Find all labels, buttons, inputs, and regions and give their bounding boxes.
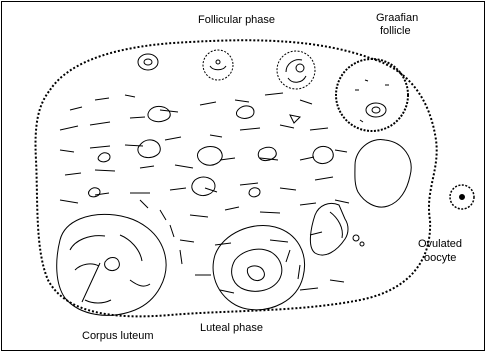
corpus-luteum-pointer [82,263,100,302]
luteal-body [213,225,304,309]
follicles [138,50,315,89]
stromal-blobs [89,106,334,197]
graafian-follicle-label-line2: follicle [380,25,411,37]
ovulated-oocyte-label-line2: oocyte [424,252,456,264]
corpus-luteum [57,214,166,315]
luteal-phase-label: Luteal phase [200,322,263,334]
follicular-phase-label: Follicular phase [198,14,275,26]
stroma-texture [60,93,349,293]
ovulated-oocyte-label-line1: Ovulated [418,238,462,250]
corpus-luteum-label: Corpus luteum [82,330,154,342]
graafian-follicle-label-line1: Graafian [376,12,418,24]
ovary-outline [36,40,437,316]
ovulated-oocyte [450,185,474,209]
graafian-follicle [336,59,408,131]
ovulation-site [310,140,411,255]
